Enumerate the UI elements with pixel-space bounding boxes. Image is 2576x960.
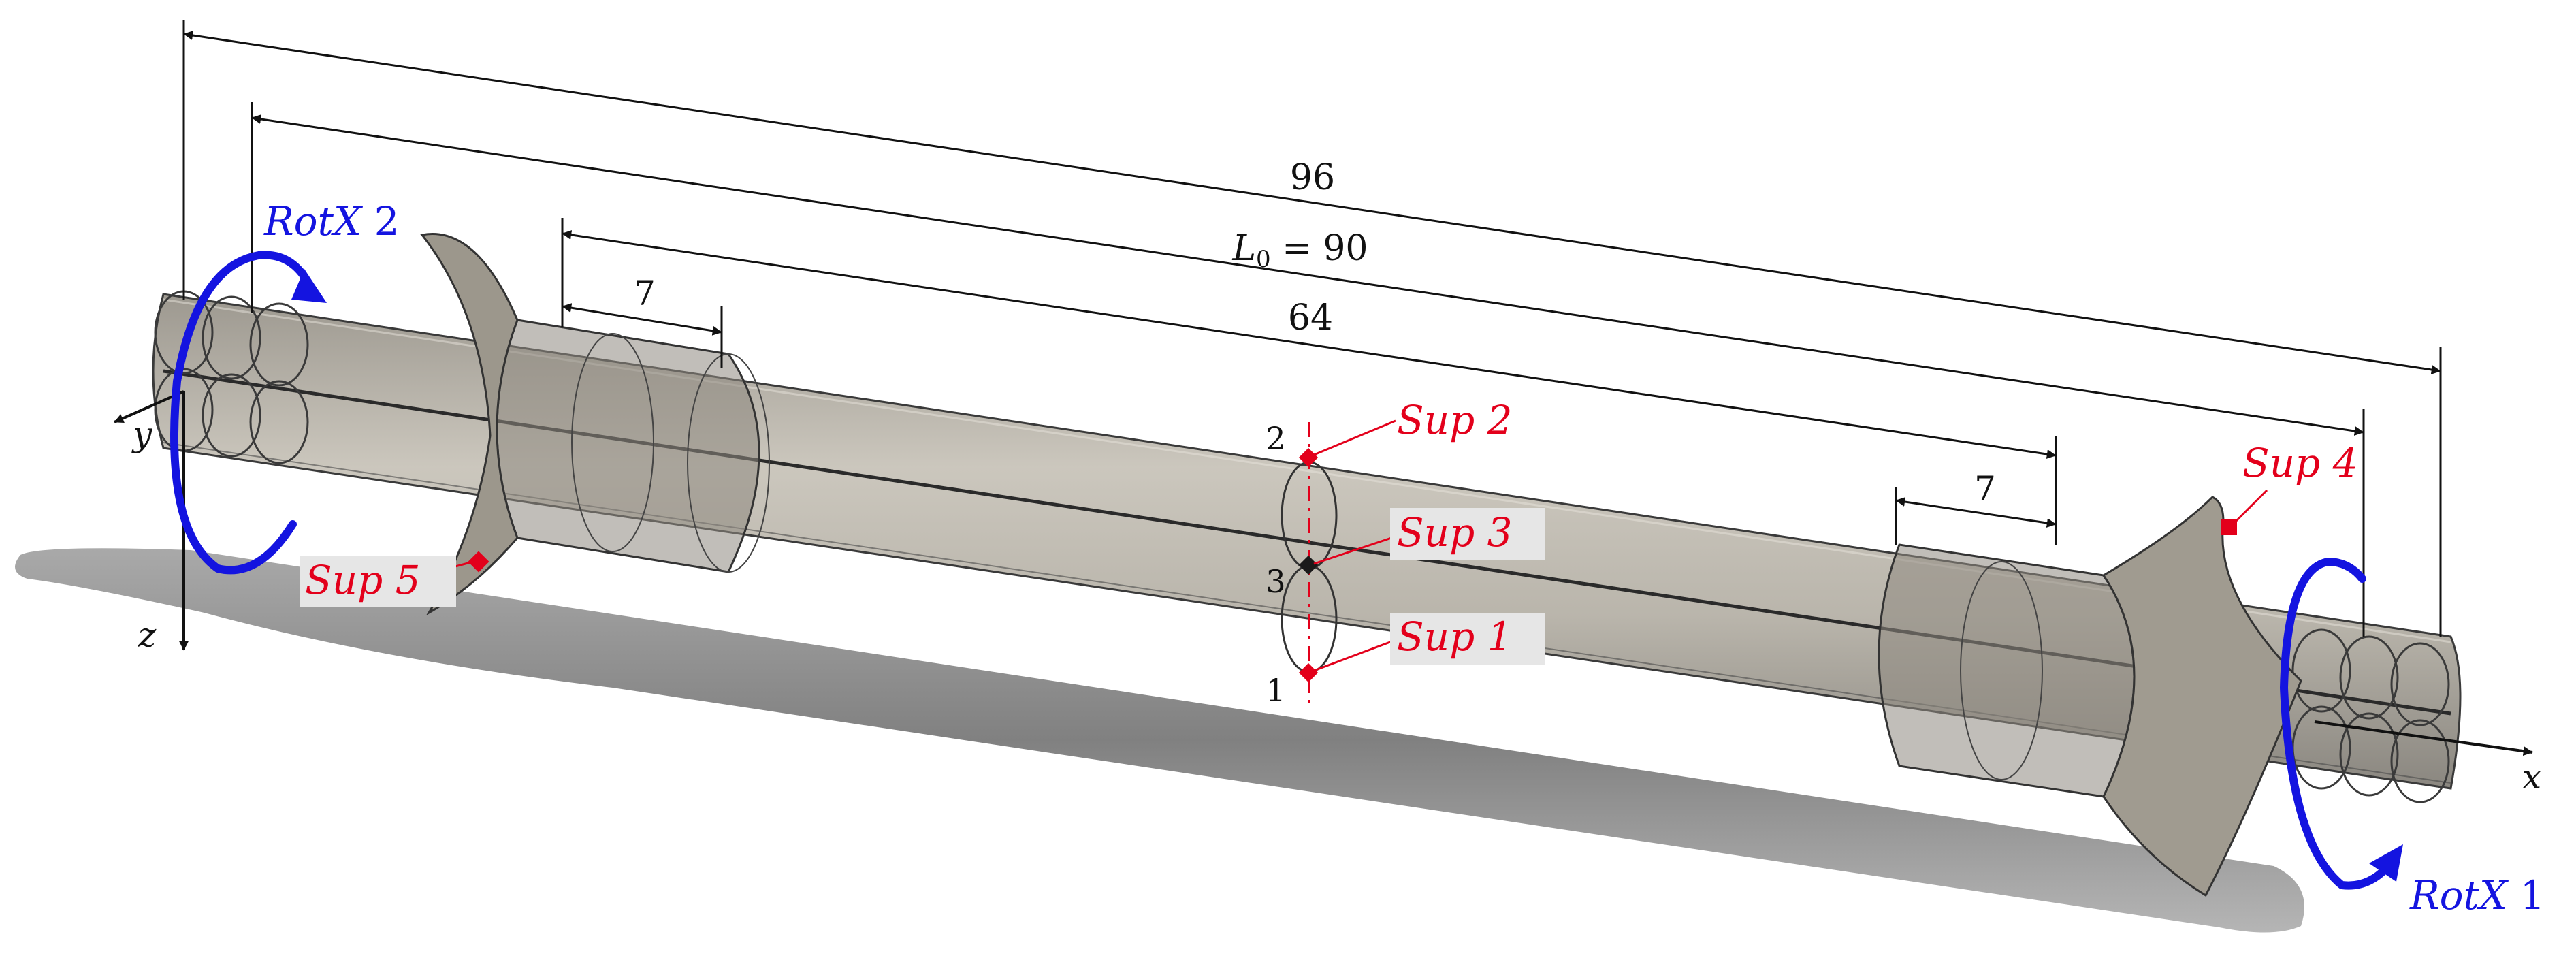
sup3-label-bg: [1390, 508, 1545, 560]
l0-subscript: 0: [1256, 246, 1271, 273]
ground-shadow: [15, 548, 2304, 933]
right-sleeve: [1878, 496, 2302, 897]
l0-symbol: L: [1232, 228, 1257, 269]
point-2-label: 2: [1266, 420, 1285, 457]
rotx2-label-num: 2: [361, 198, 399, 244]
dim-inner-label: 64: [1288, 298, 1333, 338]
x-axis-arrow: [2314, 720, 2533, 756]
z-axis-label: z: [138, 615, 157, 655]
sup1-label-bg: [1390, 613, 1545, 665]
rotx2-label-italic: RotX: [263, 198, 364, 244]
sup1-marker: [1298, 662, 1319, 683]
rotx2-arrowhead: [291, 269, 327, 303]
rotx1-label-num: 1: [2507, 872, 2545, 918]
point-3-label: 3: [1266, 563, 1285, 600]
dim-line-left-offset: [562, 303, 722, 336]
sup2-label: Sup 2: [1397, 397, 1513, 443]
sup4-label: Sup 4: [2242, 440, 2358, 486]
sup3-marker: [1298, 555, 1319, 575]
rotx1-label-italic: RotX: [2409, 872, 2509, 918]
dim-line-inner: [562, 230, 2057, 459]
dim-line-right-offset: [1895, 497, 2057, 528]
sup5-label: Sup 5: [305, 557, 421, 603]
sup1-label: Sup 1: [1397, 613, 1513, 660]
x-axis-label: x: [2522, 757, 2541, 797]
y-axis-label: y: [131, 415, 152, 454]
l0-value: = 90: [1271, 228, 1368, 269]
point-1-label: 1: [1266, 672, 1285, 709]
dim-left-offset-label: 7: [634, 274, 656, 313]
rotation-arrows: [170, 251, 2394, 890]
dim-l0-label: L0 = 90: [1232, 228, 1368, 273]
dim-right-offset-label: 7: [1974, 469, 1996, 509]
rotx1-label: RotX 1: [2409, 872, 2545, 918]
rotx1-arrow: [2279, 557, 2394, 890]
rotx2-arrow: [170, 251, 314, 575]
rotx1-arrowhead: [2369, 844, 2403, 882]
sup2-marker: [1298, 447, 1319, 468]
sup3-label: Sup 3: [1397, 509, 1513, 556]
dim-overall-label: 96: [1290, 157, 1335, 198]
rotx2-label: RotX 2: [263, 198, 400, 244]
sup5-label-bg: [300, 556, 456, 607]
